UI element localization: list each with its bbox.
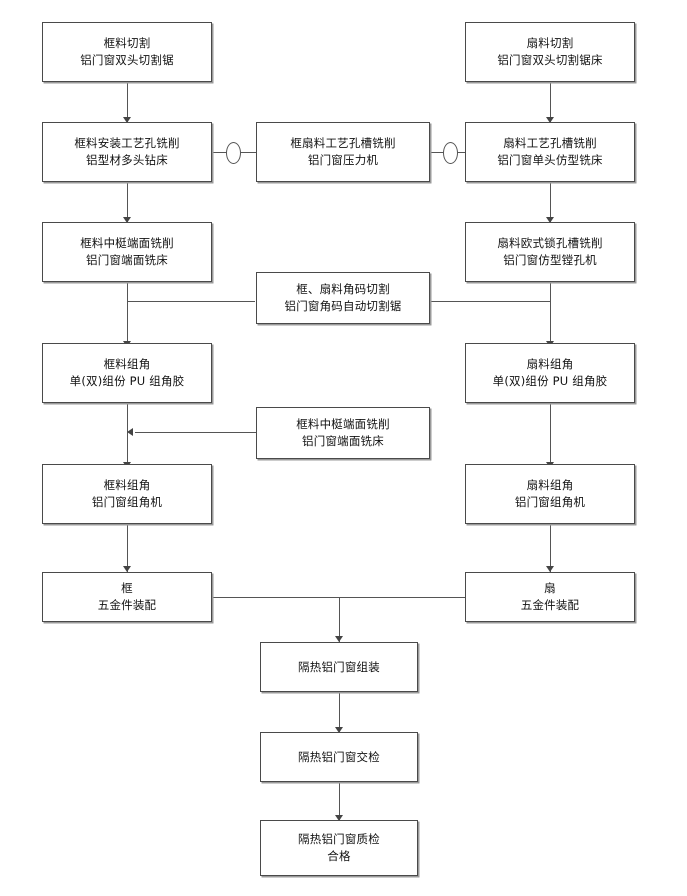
node-line2: 铝门窗压力机 [307, 153, 379, 167]
node-line2: 五金件装配 [520, 598, 580, 612]
edge-n8-right-branch [430, 301, 551, 302]
node-line1: 框扇料工艺孔槽铣削 [290, 136, 396, 151]
node-line1: 框料组角 [103, 478, 151, 493]
process-box-window-assembly[interactable]: 隔热铝门窗组装 [260, 642, 418, 692]
node-line1: 框料安装工艺孔铣削 [74, 136, 180, 151]
edge-n3-to-n6 [127, 182, 128, 222]
arrowhead-n16 [335, 636, 343, 642]
edge-connector-left-to-n4 [239, 152, 256, 153]
edge-n1-to-n3 [127, 82, 128, 122]
node-line2: 合格 [327, 849, 351, 863]
process-box-frame-corner-crimping[interactable]: 框料组角 铝门窗组角机 [42, 464, 212, 524]
node-line2: 铝门窗双头切割锯床 [497, 53, 603, 67]
node-line1: 框料中梃端面铣削 [80, 236, 174, 251]
node-line2: 铝门窗端面铣床 [302, 434, 384, 448]
edge-n11-to-left-column [135, 432, 256, 433]
process-box-window-quality-pass[interactable]: 隔热铝门窗质检 合格 [260, 820, 418, 876]
process-box-sash-hole-milling[interactable]: 扇料工艺孔槽铣削 铝门窗单头仿型铣床 [465, 122, 635, 182]
arrowhead-n5 [546, 117, 554, 123]
arrowhead-n17 [335, 727, 343, 733]
arrowhead-n3 [123, 117, 131, 123]
edge-n10-to-n13 [550, 403, 551, 469]
process-box-frame-midrail-end-milling[interactable]: 框料中梃端面铣削 铝门窗端面铣床 [256, 407, 430, 459]
node-line2: 铝门窗组角机 [514, 495, 586, 509]
arrowhead-n14 [123, 566, 131, 572]
node-line1: 隔热铝门窗交检 [298, 749, 380, 764]
node-line1: 扇 [544, 581, 556, 596]
edge-n17-to-n18 [339, 782, 340, 820]
node-line1: 扇料切割 [526, 36, 574, 51]
node-line1: 扇料欧式锁孔槽铣削 [497, 236, 603, 251]
arrowhead-n11-branch [127, 428, 133, 436]
node-line2: 铝门窗角码自动切割锯 [284, 299, 402, 313]
process-box-frame-hole-milling[interactable]: 框料安装工艺孔铣削 铝型材多头钻床 [42, 122, 212, 182]
node-line1: 扇料组角 [526, 357, 574, 372]
edge-n8-left-branch [127, 301, 255, 302]
edge-n6-to-n9 [127, 282, 128, 348]
node-line2: 铝门窗组角机 [91, 495, 163, 509]
node-line2: 铝门窗端面铣床 [86, 253, 168, 267]
edge-n16-to-n17 [339, 692, 340, 732]
edge-n9-to-n12 [127, 403, 128, 469]
edge-n12-to-n14 [127, 524, 128, 572]
node-line2: 铝型材多头钻床 [86, 153, 168, 167]
process-box-window-inspection-handover[interactable]: 隔热铝门窗交检 [260, 732, 418, 782]
node-line2: 铝门窗双头切割锯 [80, 53, 174, 67]
edge-n5-to-n7 [550, 182, 551, 222]
process-box-sash-cutting[interactable]: 扇料切割 铝门窗双头切割锯床 [465, 22, 635, 82]
node-line2: 五金件装配 [97, 598, 157, 612]
node-line1: 框料切割 [103, 36, 151, 51]
edge-n3-to-connector-left [212, 152, 230, 153]
edge-merge-to-n16 [339, 597, 340, 642]
edge-n2-to-n5 [550, 82, 551, 122]
process-box-press-machine[interactable]: 框扇料工艺孔槽铣削 铝门窗压力机 [256, 122, 430, 182]
edge-n4-to-connector-right [430, 152, 447, 153]
process-box-sash-corner-glue[interactable]: 扇料组角 单(双)组份 PU 组角胶 [465, 343, 635, 403]
node-line1: 扇料工艺孔槽铣削 [503, 136, 597, 151]
process-box-sash-hardware-assembly[interactable]: 扇 五金件装配 [465, 572, 635, 622]
process-box-frame-corner-glue[interactable]: 框料组角 单(双)组份 PU 组角胶 [42, 343, 212, 403]
node-line1: 隔热铝门窗质检 [298, 832, 380, 847]
edge-n13-to-n15 [550, 524, 551, 572]
process-box-frame-cutting[interactable]: 框料切割 铝门窗双头切割锯 [42, 22, 212, 82]
process-box-corner-cleat-cutting[interactable]: 框、扇料角码切割 铝门窗角码自动切割锯 [256, 272, 430, 324]
node-line1: 框 [121, 581, 133, 596]
off-page-connector-right [443, 142, 458, 164]
arrowhead-n7 [546, 217, 554, 223]
node-line2: 铝门窗仿型镗孔机 [503, 253, 597, 267]
node-line1: 框料组角 [103, 357, 151, 372]
node-line2: 单(双)组份 PU 组角胶 [492, 374, 608, 388]
process-box-frame-hardware-assembly[interactable]: 框 五金件装配 [42, 572, 212, 622]
process-box-sash-lock-hole-milling[interactable]: 扇料欧式锁孔槽铣削 铝门窗仿型镗孔机 [465, 222, 635, 282]
node-line2: 铝门窗单头仿型铣床 [497, 153, 603, 167]
arrowhead-n6 [123, 217, 131, 223]
arrowhead-n15 [546, 566, 554, 572]
node-line2: 单(双)组份 PU 组角胶 [69, 374, 185, 388]
off-page-connector-left [226, 142, 241, 164]
process-box-sash-corner-crimping[interactable]: 扇料组角 铝门窗组角机 [465, 464, 635, 524]
node-line1: 框、扇料角码切割 [296, 282, 390, 297]
node-line1: 隔热铝门窗组装 [298, 659, 380, 674]
arrowhead-n18 [335, 815, 343, 821]
process-box-frame-end-milling[interactable]: 框料中梃端面铣削 铝门窗端面铣床 [42, 222, 212, 282]
node-line1: 框料中梃端面铣削 [296, 417, 390, 432]
edge-n7-to-n10 [550, 282, 551, 348]
node-line1: 扇料组角 [526, 478, 574, 493]
